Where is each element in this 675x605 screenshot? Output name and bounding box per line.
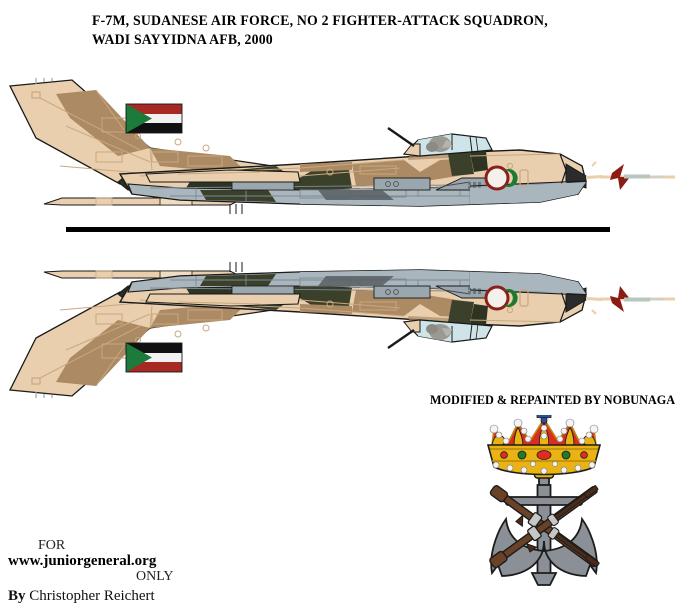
crown-cross-icon (536, 415, 552, 424)
crossed-rifles-icon (489, 485, 600, 569)
credit-author-name: Christopher Reichert (29, 588, 155, 604)
credit-only: ONLY (136, 569, 174, 584)
title-line-2: WADI SAYYIDNA AFB, 2000 (92, 32, 273, 48)
aircraft-profile-lower (8, 260, 675, 398)
modified-credit: MODIFIED & REPAINTED BY NOBUNAGA (430, 392, 675, 407)
aircraft-profile-upper (8, 78, 675, 216)
royal-crown-icon (486, 415, 602, 476)
spanish-marine-infantry-emblem (486, 415, 602, 586)
site-credit: FOR www.juniorgeneral.org ONLY By Christ… (8, 538, 268, 605)
page-title: F-7M, SUDANESE AIR FORCE, NO 2 FIGHTER-A… (92, 12, 652, 50)
credit-author-line: By Christopher Reichert (8, 587, 268, 605)
title-line-1: F-7M, SUDANESE AIR FORCE, NO 2 FIGHTER-A… (92, 13, 548, 29)
credit-for: FOR (38, 538, 66, 553)
credit-url: www.juniorgeneral.org (8, 553, 157, 569)
section-divider (66, 227, 610, 232)
credit-by-label: By (8, 588, 26, 604)
